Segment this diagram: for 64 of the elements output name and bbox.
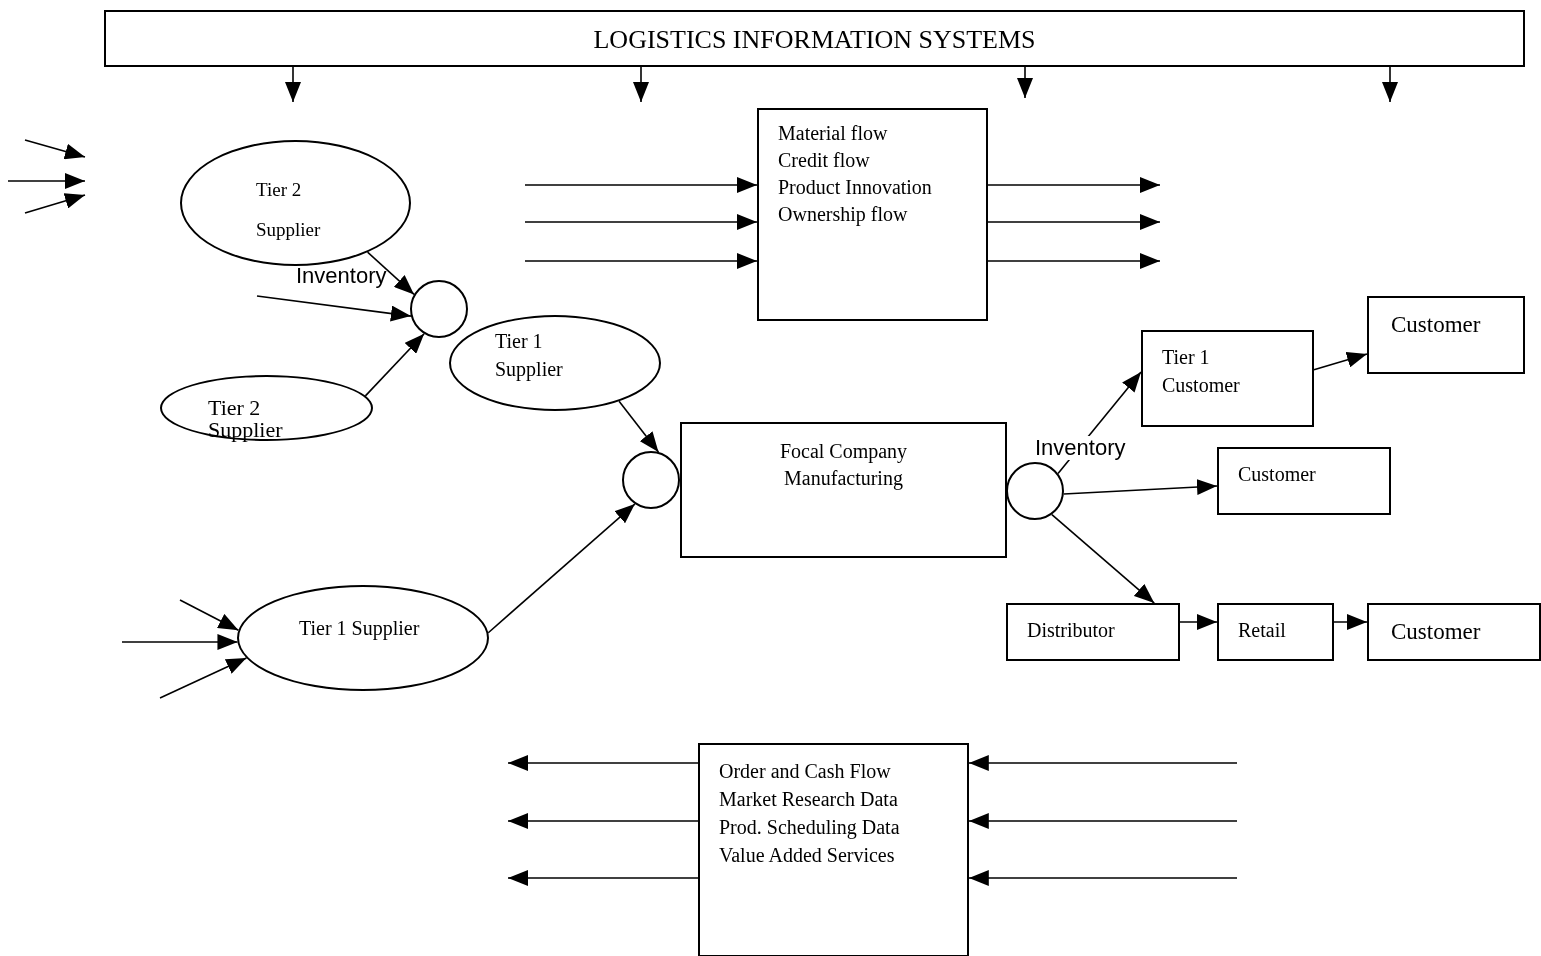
process-box — [1217, 603, 1334, 661]
arrow — [1382, 66, 1398, 103]
node-label: Credit flow — [778, 148, 871, 173]
arrow — [487, 503, 636, 634]
arrow — [285, 66, 301, 103]
arrow — [366, 251, 415, 296]
arrow — [633, 66, 649, 103]
node-label: Customer — [1391, 311, 1482, 339]
inventory-circle — [410, 280, 468, 338]
process-box — [698, 743, 969, 956]
node-label: Order and Cash Flow — [719, 759, 892, 784]
arrow — [507, 870, 699, 886]
node-label: Product Innovation — [778, 175, 933, 200]
node-label: Value Added Services — [719, 843, 896, 868]
process-box — [1006, 603, 1180, 661]
process-box — [680, 422, 1007, 558]
arrow — [507, 813, 699, 829]
process-box — [1367, 296, 1525, 374]
arrow — [159, 657, 248, 699]
node-label: Customer — [1391, 618, 1482, 646]
arrow — [1051, 513, 1156, 604]
node-label: Tier 2 Supplier — [256, 178, 322, 242]
arrow — [1313, 352, 1368, 371]
arrow — [968, 813, 1238, 829]
arrow — [618, 400, 660, 453]
arrow — [524, 177, 758, 193]
node-label: Ownership flow — [778, 202, 909, 228]
arrow — [968, 870, 1238, 886]
arrow — [1333, 614, 1368, 630]
node-label: Prod. Scheduling Data — [719, 815, 901, 841]
node-label: Market Research Data — [719, 787, 899, 812]
arrow — [968, 755, 1238, 771]
node-label: LOGISTICS INFORMATION SYSTEMS — [592, 24, 1037, 56]
inventory-label: Inventory — [1035, 436, 1126, 461]
arrow — [256, 295, 412, 322]
node-label: Tier 1 Supplier — [495, 329, 564, 383]
process-box — [104, 10, 1525, 67]
node-label: Customer — [1238, 462, 1317, 487]
arrow — [1062, 479, 1218, 496]
arrow — [524, 214, 758, 230]
node-label: Tier 1 Supplier — [299, 616, 421, 641]
arrow — [524, 253, 758, 269]
node-label: Tier 1 Customer — [1162, 345, 1241, 398]
arrow — [1017, 66, 1033, 99]
arrow — [1179, 614, 1218, 630]
inventory-label: Inventory — [296, 264, 387, 289]
node-label: Distributor — [1027, 618, 1116, 643]
arrow — [364, 333, 425, 397]
process-box — [1217, 447, 1391, 515]
node-label: Focal Company Manufacturing — [778, 439, 909, 492]
arrow — [507, 755, 699, 771]
process-box — [1367, 603, 1541, 661]
process-box — [757, 108, 988, 321]
process-box — [1141, 330, 1314, 427]
arrow — [121, 634, 239, 650]
node-label: Tier 2 Supplier — [208, 397, 284, 441]
arrow — [987, 214, 1161, 230]
node-label: Material flow — [778, 121, 889, 146]
arrow — [179, 599, 240, 631]
inventory-circle — [622, 451, 680, 509]
arrow — [987, 253, 1161, 269]
arrow — [987, 177, 1161, 193]
node-label: Retail — [1238, 618, 1287, 643]
inventory-circle — [1006, 462, 1064, 520]
